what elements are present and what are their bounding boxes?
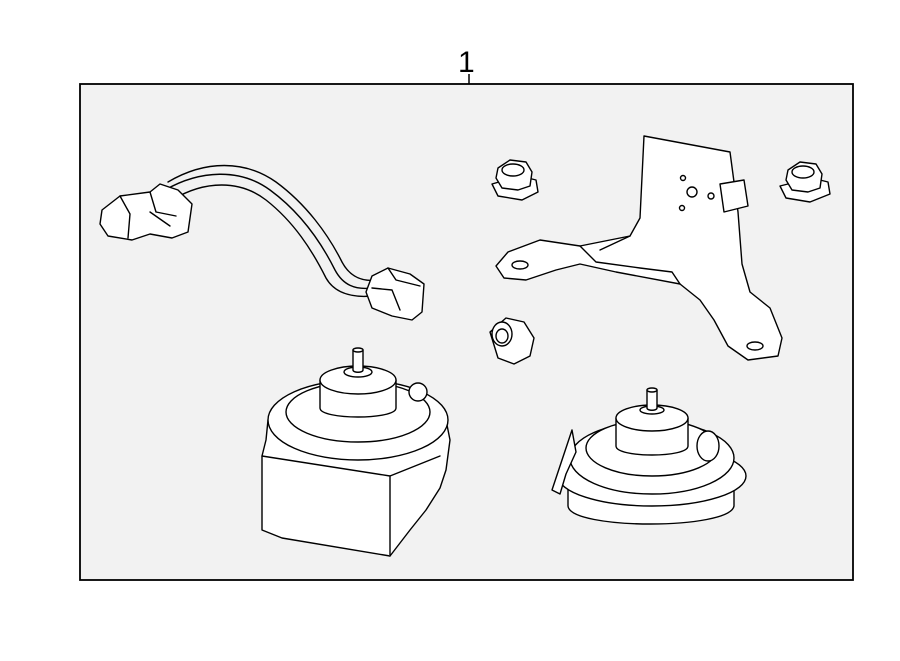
flange-nut <box>489 317 535 365</box>
horn-high <box>261 347 451 557</box>
horn-low <box>551 387 747 525</box>
callout-label: 1 <box>458 46 475 79</box>
wiring-harness <box>99 164 425 321</box>
flange-nut <box>491 159 539 201</box>
mounting-bracket <box>495 135 783 361</box>
flange-nut <box>779 161 831 203</box>
